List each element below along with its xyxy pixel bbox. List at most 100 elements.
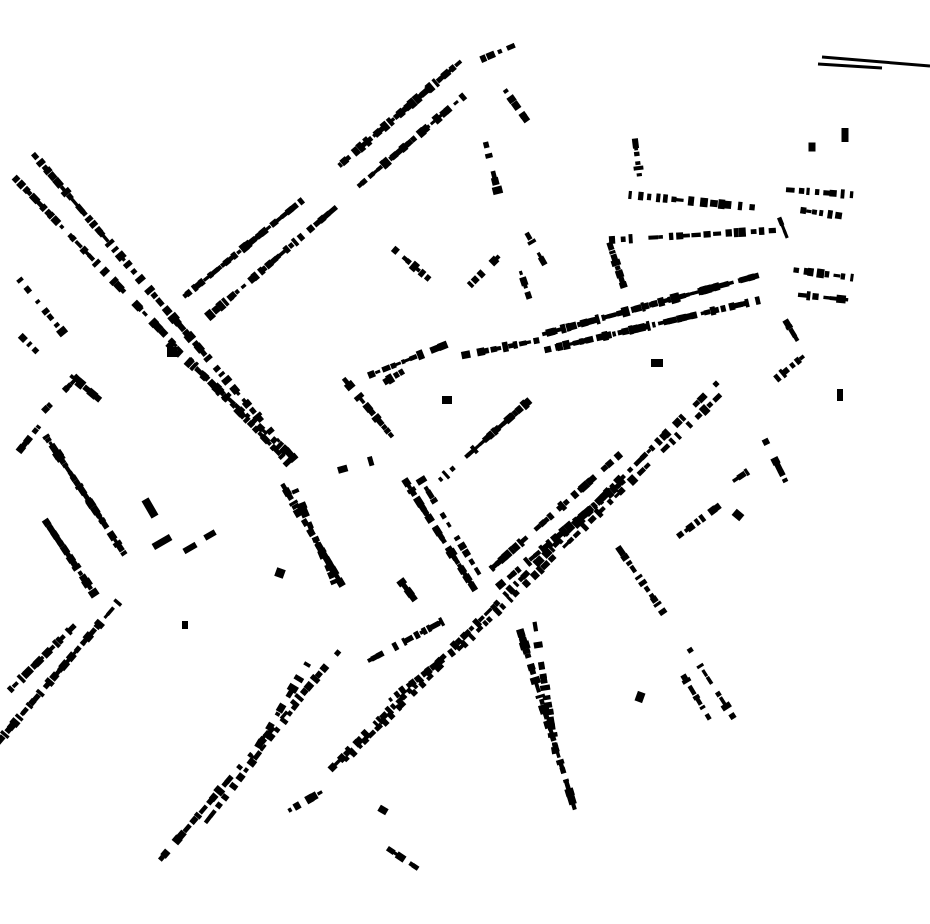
building-footprint [639,451,649,461]
building-footprint [386,710,396,721]
building-footprint [690,311,698,320]
building-footprint [773,373,782,383]
building-footprint [733,227,739,238]
building-footprint [314,541,323,550]
building-footprint [535,565,545,575]
building-footprint [799,206,807,215]
building-footprint [793,335,800,342]
building-footprint [468,558,476,566]
building-footprint [39,203,48,213]
building-footprint [17,332,28,343]
building-footprint [353,391,365,402]
building-footprint [643,585,651,593]
building-footprint [282,244,292,254]
building-footprint [383,427,392,435]
building-footprint [507,412,516,421]
building-footprint [60,186,72,198]
building-footprint [224,774,234,785]
building-footprint [539,684,551,692]
building-footprint [453,99,459,106]
building-footprint [449,465,456,473]
building-footprint [458,92,468,102]
building-footprint [395,107,406,119]
building-footprint [562,498,570,506]
building-footprint [161,305,173,317]
building-footprint [367,455,375,467]
building-footprint [533,523,542,532]
building-footprint-large [274,567,286,579]
building-footprint [74,482,84,491]
building-footprint [806,187,810,196]
building-footprint [435,76,443,84]
building-footprint [311,535,321,544]
building-footprint [91,258,102,268]
building-footprint [272,253,282,262]
building-footprint [6,685,15,694]
building-footprint [681,676,692,685]
building-footprint [335,577,346,588]
building-footprint [415,475,428,486]
building-footprint [405,682,413,689]
building-footprint [342,749,351,758]
building-footprint [836,294,847,304]
building-footprint [150,291,159,300]
building-footprint [680,673,689,681]
building-footprint [785,187,795,193]
building-footprint [482,141,490,149]
building-footprint [254,738,265,750]
building-footprint [698,513,707,523]
building-footprint [469,444,479,455]
building-footprint [606,331,613,340]
building-footprint [243,767,250,774]
building-footprint [518,640,531,651]
building-footprint [206,271,215,279]
building-footprint [614,482,622,490]
building-footprint [556,752,561,759]
building-footprint [547,554,557,563]
building-footprint [687,684,697,696]
building-footprint [584,335,594,344]
building-footprint [216,387,226,397]
building-footprint [751,272,760,280]
building-footprint [434,620,442,627]
building-footprint [651,321,656,328]
building-footprint [527,238,537,246]
building-footprint [93,393,103,403]
building-footprint [447,647,457,658]
building-footprint [660,443,671,454]
building-footprint [69,474,78,483]
building-footprint [155,297,165,308]
building-footprint [238,241,250,254]
building-footprint [64,382,73,391]
building-footprint [31,151,40,161]
building-footprint [365,405,377,417]
building-footprint [0,734,6,745]
building-footprint [749,203,756,211]
building-footprint [705,675,714,685]
building-footprint [259,265,268,273]
building-footprint [390,245,400,255]
building-footprint [279,716,289,726]
building-footprint [319,663,330,674]
building-footprint [633,151,640,157]
building-footprint [696,662,705,670]
building-footprint [356,742,364,750]
building-footprint [294,693,305,703]
building-footprint [712,231,722,237]
building-footprint [97,229,106,238]
building-footprint [35,424,42,430]
building-footprint [44,208,53,218]
building-footprint [620,552,630,562]
building-footprint [712,392,723,403]
building-footprint [570,489,580,500]
building-footprint [562,540,571,549]
building-footprint [81,491,90,501]
building-footprint [699,704,706,711]
building-footprint [561,339,571,351]
building-footprint [499,602,507,611]
building-footprint [362,136,373,148]
building-footprint [424,124,431,130]
building-footprint [347,747,358,758]
building-footprint [31,346,40,355]
